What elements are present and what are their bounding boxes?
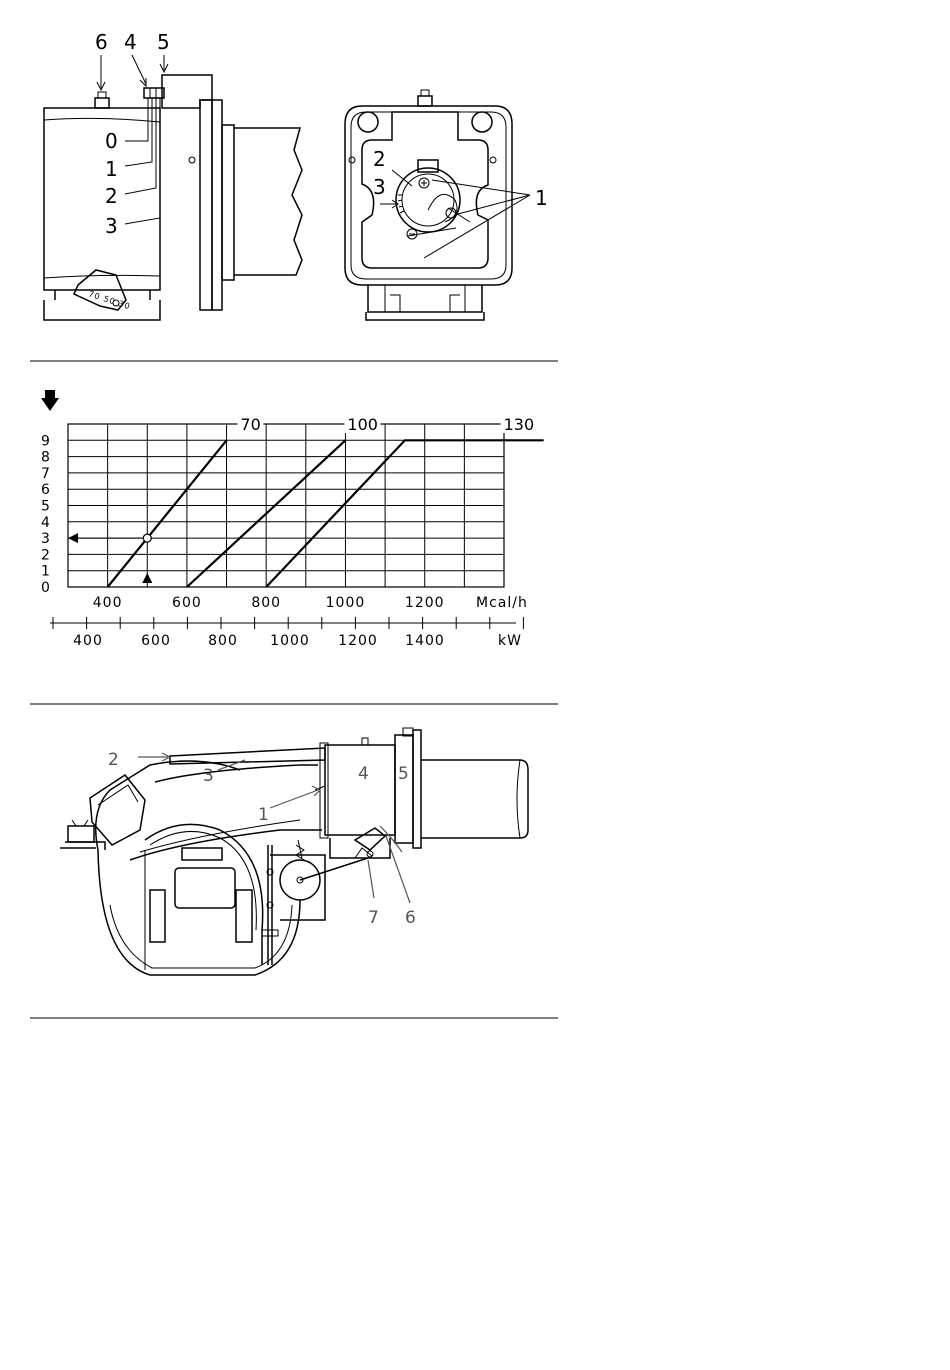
kw-tick-label: 600 xyxy=(141,633,171,649)
figure-front-view xyxy=(345,90,530,320)
up-arrow-icon xyxy=(142,573,152,583)
down-arrow-icon xyxy=(41,390,59,411)
figure-side-view: 70 50 30 xyxy=(44,55,302,320)
kw-tick-label: 1000 xyxy=(270,633,310,649)
label-1: 1 xyxy=(258,805,269,825)
x-axis-unit: Mcal/h xyxy=(476,595,528,611)
label-6: 6 xyxy=(95,30,108,54)
label-2: 2 xyxy=(373,147,386,171)
y-tick-label: 9 xyxy=(41,433,51,449)
y-tick-label: 3 xyxy=(41,531,51,547)
series-label-70: 70 xyxy=(240,415,260,434)
label-1: 1 xyxy=(105,157,118,181)
kw-tick-label: 400 xyxy=(73,633,103,649)
x-tick-label: 1200 xyxy=(405,595,445,611)
label-4: 4 xyxy=(124,30,137,54)
y-tick-label: 0 xyxy=(41,580,51,596)
y-tick-label: 4 xyxy=(41,515,51,531)
label-3: 3 xyxy=(105,214,118,238)
series-line-70 xyxy=(108,440,227,587)
label-5: 5 xyxy=(398,764,409,784)
y-tick-label: 2 xyxy=(41,547,51,563)
label-4: 4 xyxy=(358,764,369,784)
y-tick-label: 6 xyxy=(41,482,51,498)
x-tick-label: 600 xyxy=(172,595,202,611)
label-2: 2 xyxy=(105,184,118,208)
label-3: 3 xyxy=(203,766,214,786)
figure-side-labels: 6 4 5 0 1 2 3 xyxy=(95,30,170,238)
label-2: 2 xyxy=(108,750,119,770)
series-label-100: 100 xyxy=(347,415,378,434)
left-arrow-icon xyxy=(68,533,78,543)
label-5: 5 xyxy=(157,30,170,54)
x-tick-label: 800 xyxy=(251,595,281,611)
label-7: 7 xyxy=(368,908,379,928)
label-1: 1 xyxy=(535,186,548,210)
label-3: 3 xyxy=(373,175,386,199)
series-label-130: 130 xyxy=(504,415,535,434)
x-tick-label: 1000 xyxy=(326,595,366,611)
label-6: 6 xyxy=(405,908,416,928)
y-tick-label: 1 xyxy=(41,564,51,580)
x-tick-label: 400 xyxy=(93,595,123,611)
example-point-marker xyxy=(143,534,151,542)
kw-tick-label: 1200 xyxy=(338,633,378,649)
figure-burner-assembly xyxy=(60,728,528,975)
series-line-130 xyxy=(266,440,543,587)
y-tick-label: 7 xyxy=(41,466,51,482)
y-tick-label: 8 xyxy=(41,450,51,466)
y-tick-label: 5 xyxy=(41,499,51,515)
kw-tick-label: 1400 xyxy=(405,633,445,649)
kw-axis-unit: kW xyxy=(498,633,522,649)
kw-tick-label: 800 xyxy=(208,633,238,649)
label-0: 0 xyxy=(105,129,118,153)
